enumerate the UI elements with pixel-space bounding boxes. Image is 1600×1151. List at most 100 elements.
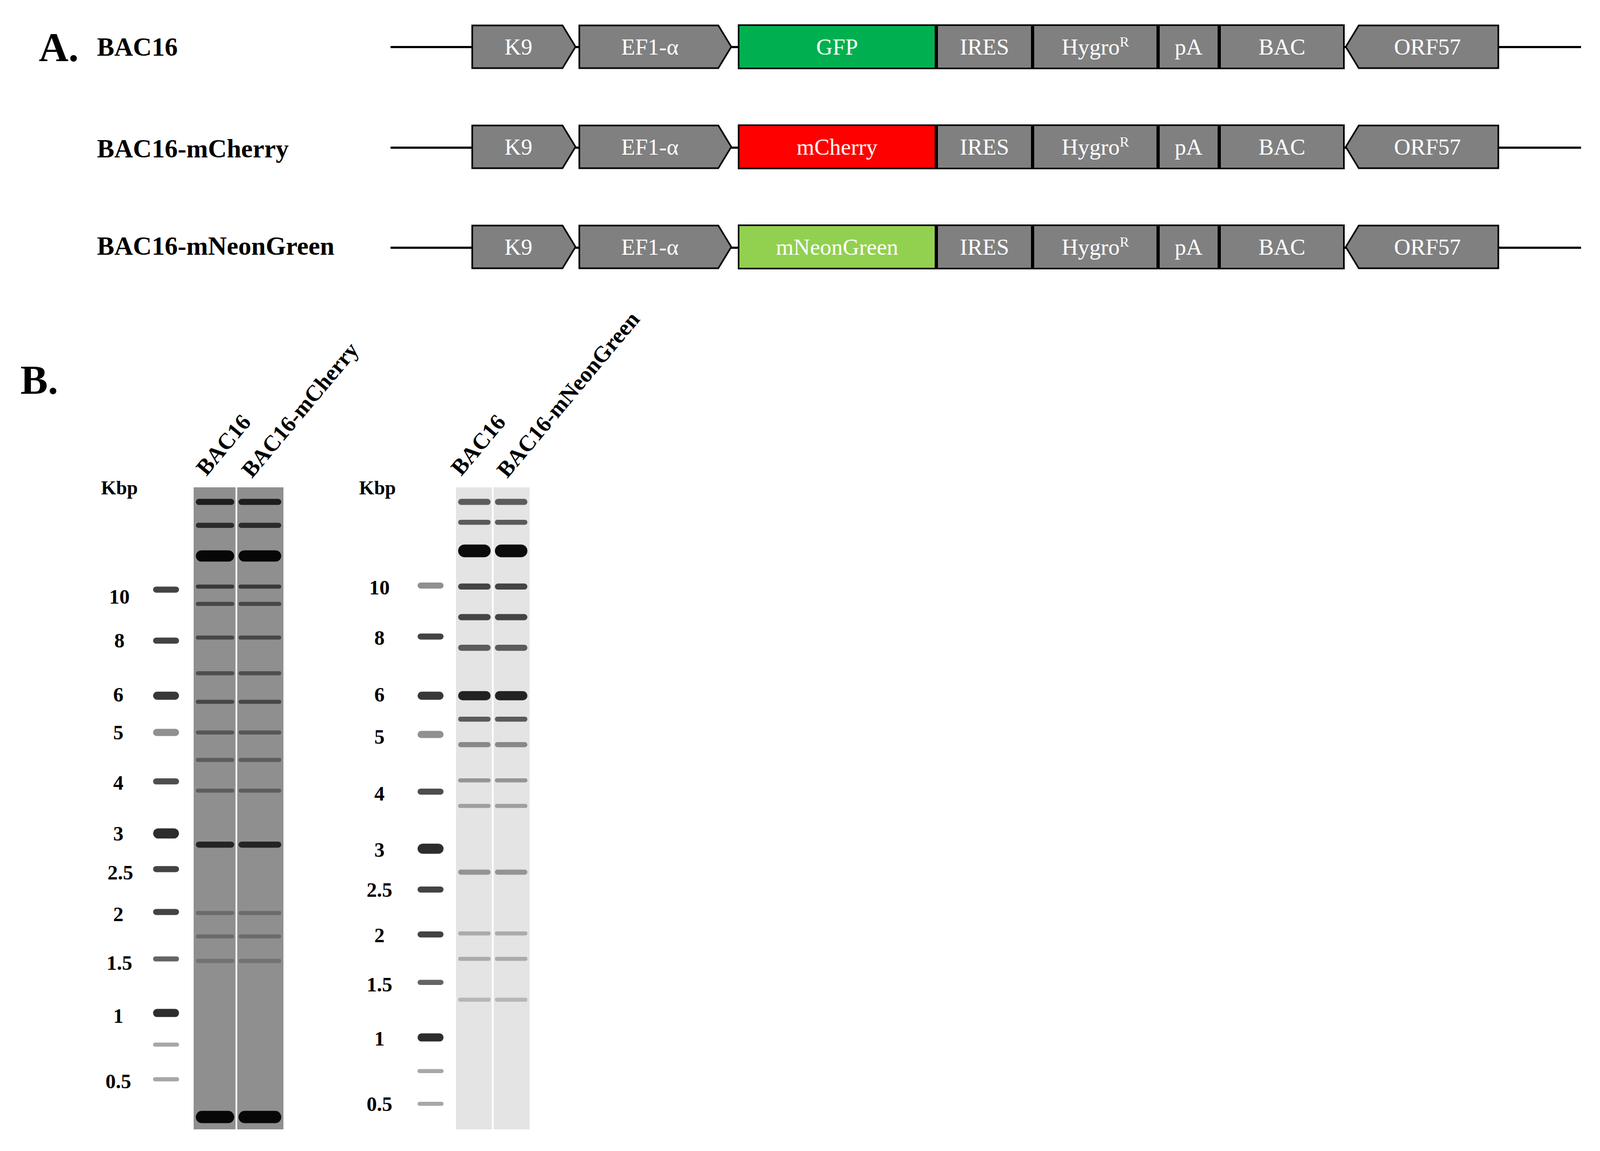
box-label: HygroR <box>1061 235 1130 259</box>
ladder-band <box>153 691 180 700</box>
box-label: BAC <box>1258 135 1306 159</box>
gene-box: pA <box>1158 24 1220 70</box>
gel-image <box>193 487 284 1130</box>
box-shape <box>472 125 576 169</box>
size-marker: 1.5 <box>106 952 133 974</box>
panel-letter: A. <box>38 26 79 68</box>
row-name: BAC16-mNeonGreen <box>96 233 335 260</box>
gel-band <box>494 931 528 936</box>
gel-band <box>494 778 528 783</box>
ladder-band <box>153 729 180 737</box>
gene-box: ORF57 <box>1344 124 1500 170</box>
gene-box: K9 <box>471 24 577 70</box>
ladder-band <box>417 582 444 589</box>
gene-box: IRES <box>936 224 1033 270</box>
gel-band <box>238 523 282 528</box>
gene-box: ORF57 <box>1344 224 1500 270</box>
gel-band <box>195 934 235 940</box>
gene-name: ORF57 <box>1393 34 1461 60</box>
size-marker: 0.5 <box>366 1093 393 1115</box>
size-marker: 3 <box>374 839 385 861</box>
gel-band <box>238 910 282 916</box>
gel-band <box>195 550 235 562</box>
gel-band <box>195 671 235 676</box>
lane-divider <box>492 487 494 1130</box>
ladder-band <box>417 730 444 738</box>
gene-name: pA <box>1174 134 1203 160</box>
gel-band <box>238 730 282 735</box>
gel-band <box>494 583 528 590</box>
superscript: R <box>1119 134 1129 150</box>
gel-band <box>195 910 235 916</box>
size-marker: 2.5 <box>107 862 134 883</box>
gel-band <box>494 956 528 962</box>
gene-name: Hygro <box>1061 134 1120 160</box>
ladder-band <box>417 788 444 795</box>
gel-band <box>458 716 491 722</box>
gene-name: EF1-α <box>620 234 679 260</box>
ladder-band <box>153 956 180 962</box>
ladder-band <box>153 1042 180 1047</box>
gel-band <box>494 869 528 875</box>
gel-band <box>458 644 491 651</box>
box-shape <box>738 225 936 269</box>
gene-box: HygroR <box>1032 224 1159 270</box>
box-label: ORF57 <box>1393 35 1461 59</box>
gel-band <box>458 778 491 783</box>
gel-band <box>195 1111 235 1124</box>
box-label: pA <box>1174 35 1203 59</box>
gel-band <box>195 730 235 735</box>
box-label: GFP <box>816 35 858 59</box>
gene-name: pA <box>1174 34 1203 60</box>
gene-name: GFP <box>816 34 858 60</box>
box-shape <box>1220 125 1345 169</box>
gene-name: Hygro <box>1061 234 1120 260</box>
gel-band <box>494 613 528 620</box>
size-marker: 5 <box>374 726 385 747</box>
box-label: K9 <box>504 35 533 59</box>
size-marker: 3 <box>113 823 124 844</box>
ladder-band <box>153 637 180 644</box>
box-label: IRES <box>959 235 1009 259</box>
gel-band <box>238 1111 282 1124</box>
ladder-band <box>417 843 444 855</box>
box-shape <box>1033 25 1158 69</box>
size-marker: 2 <box>374 924 385 946</box>
box-shape <box>1159 125 1219 169</box>
box-shape <box>1345 225 1499 269</box>
box-shape <box>738 25 936 69</box>
size-marker: 10 <box>109 586 130 607</box>
gel-band <box>494 519 528 525</box>
box-label: IRES <box>959 35 1009 59</box>
size-marker: 1.5 <box>366 974 393 995</box>
gene-box: BAC <box>1219 24 1345 70</box>
gel-band <box>195 757 235 763</box>
ladder-band <box>153 1008 180 1017</box>
gel-band <box>458 498 491 505</box>
gene-name: pA <box>1174 234 1203 260</box>
gel-band <box>195 498 235 505</box>
gene-name: IRES <box>959 34 1009 60</box>
gel-band <box>458 613 491 620</box>
gene-box: K9 <box>471 224 577 270</box>
gene-box: pA <box>1158 224 1220 270</box>
gene-name: mCherry <box>796 134 878 160</box>
box-label: BAC <box>1258 235 1306 259</box>
gel-band <box>238 671 282 676</box>
gene-name: K9 <box>504 134 533 160</box>
gel-band <box>238 602 282 607</box>
box-label: EF1-α <box>620 35 679 59</box>
size-marker: 0.5 <box>105 1070 132 1092</box>
box-label: ORF57 <box>1393 235 1461 259</box>
box-shape <box>1033 125 1158 169</box>
gel-band <box>494 544 528 558</box>
gel-band <box>494 644 528 651</box>
lane-divider <box>235 487 238 1130</box>
gel-band <box>458 691 491 701</box>
gel-band <box>195 959 235 964</box>
gel-band <box>195 584 235 590</box>
gel-band <box>458 544 491 558</box>
size-marker: 6 <box>374 684 385 705</box>
gene-box: EF1-α <box>578 224 733 270</box>
